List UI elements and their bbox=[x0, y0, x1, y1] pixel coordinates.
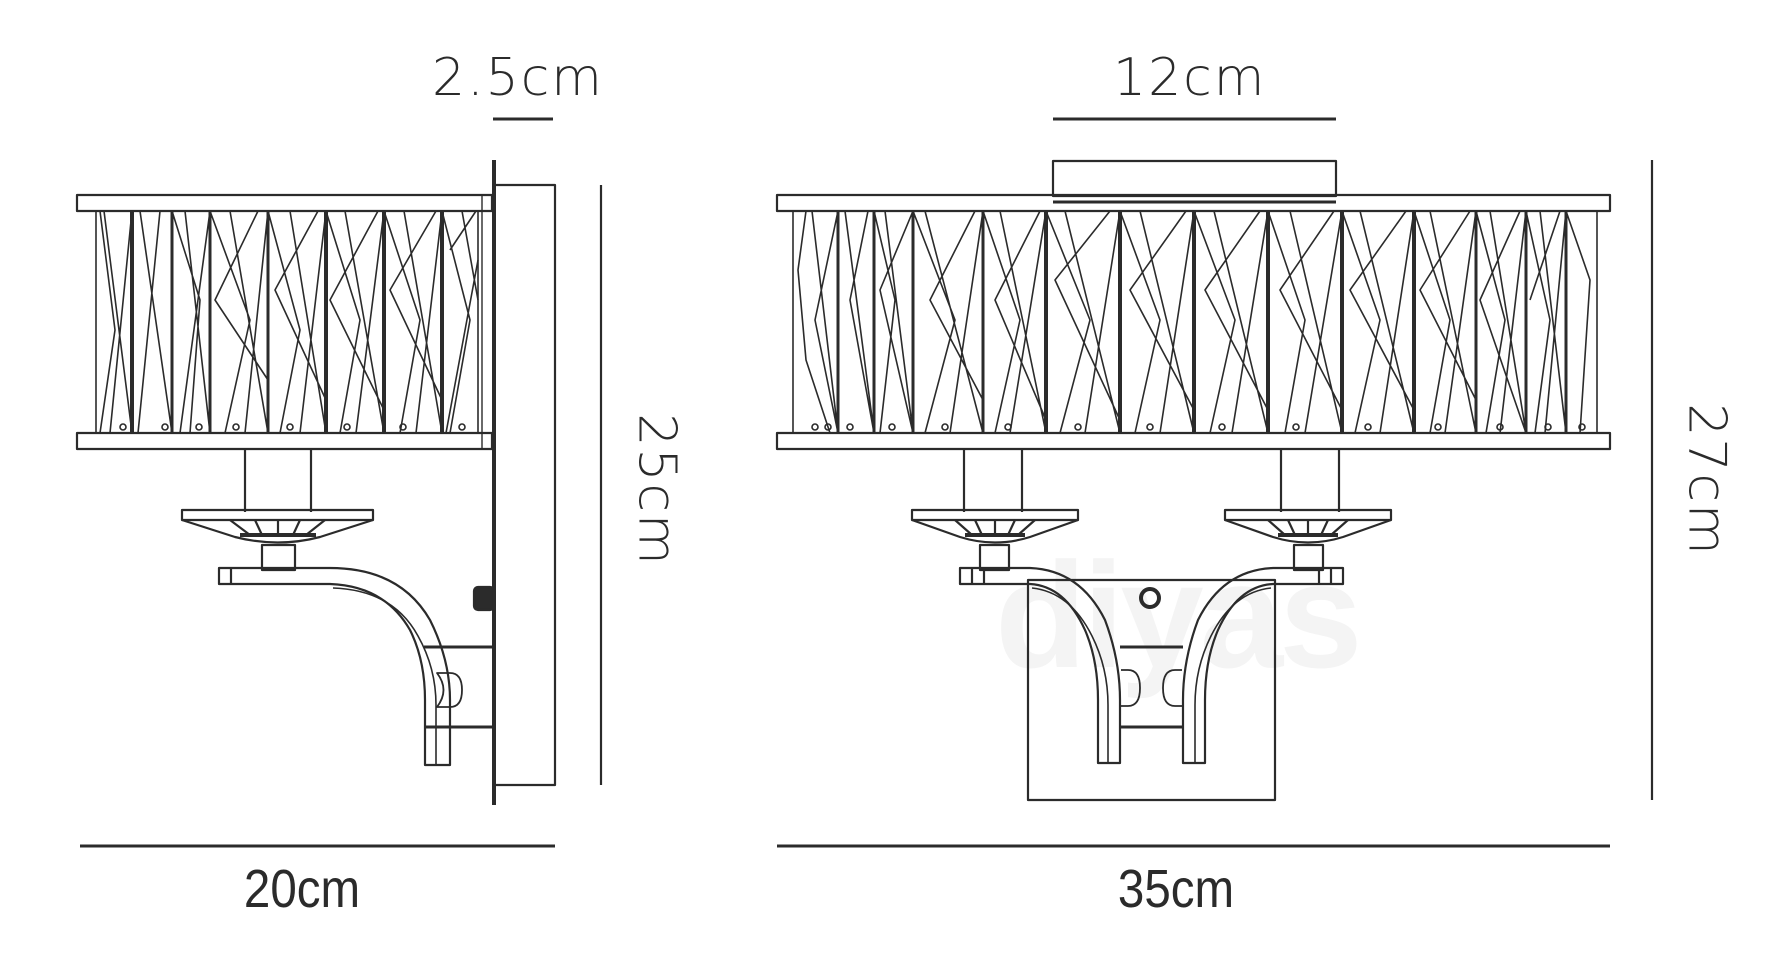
front-width-label: 35cm bbox=[1117, 859, 1235, 919]
left-arm bbox=[910, 449, 1141, 765]
crystal-prisms-side bbox=[99, 210, 479, 434]
front-height-label: 27cm bbox=[1676, 403, 1737, 557]
side-height-label: 25cm bbox=[626, 413, 687, 567]
canopy-width-label: 12cm bbox=[1113, 48, 1267, 108]
side-view bbox=[75, 117, 603, 848]
crystal-beads-front bbox=[811, 423, 1586, 431]
side-depth-label: 20cm bbox=[243, 859, 361, 919]
watermark: diyas bbox=[995, 531, 1363, 699]
backplate-depth-label: 2.5cm bbox=[432, 48, 604, 108]
right-arm bbox=[1162, 449, 1393, 765]
crystal-prisms-front bbox=[797, 210, 1591, 434]
front-view bbox=[775, 117, 1654, 848]
crystal-beads-side bbox=[119, 423, 466, 431]
